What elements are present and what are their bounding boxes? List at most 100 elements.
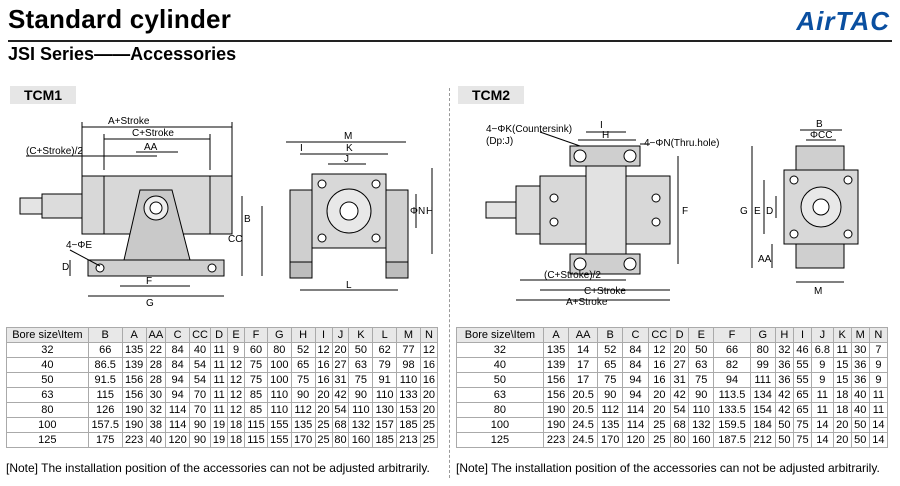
table-cell: 90 <box>688 387 715 403</box>
table-cell: 155 <box>266 432 292 448</box>
tcm1-col-header: H <box>290 327 316 343</box>
table-cell: 9 <box>868 372 889 388</box>
tcm2-dim-c-stroke: C+Stroke <box>584 286 626 297</box>
tcm2-col-header: A <box>542 327 570 343</box>
tcm2-dim-b: B <box>816 119 823 130</box>
table-cell: 155 <box>266 417 292 433</box>
table-cell: 82 <box>713 357 751 373</box>
table-cell: 22 <box>145 342 167 358</box>
section-divider <box>449 88 450 478</box>
tcm2-col-header: D <box>670 327 690 343</box>
tcm2-col-header: AA <box>568 327 599 343</box>
tcm2-col-header: M <box>850 327 870 343</box>
table-cell: 160 <box>688 432 715 448</box>
table-cell: 20 <box>419 402 439 418</box>
table-cell: 114 <box>165 417 191 433</box>
tcm1-dim-aa: AA <box>144 142 158 153</box>
table-cell: 20 <box>832 417 852 433</box>
table-cell: 212 <box>749 432 776 448</box>
table-cell: 31 <box>670 372 690 388</box>
page-title: Standard cylinder <box>8 4 232 34</box>
table-cell: 75 <box>597 372 624 388</box>
table-cell: 80 <box>456 402 544 418</box>
table-cell: 11 <box>832 342 852 358</box>
table-cell: 112 <box>290 402 316 418</box>
table-cell: 160 <box>348 432 374 448</box>
table-cell: 110 <box>266 402 292 418</box>
tcm1-dim-cc: CC <box>228 234 242 245</box>
table-cell: 32 <box>145 402 167 418</box>
tcm2-drawing: 4−ΦK(Countersink) (Dp:J) I H 4−ΦN(Thru.h… <box>485 119 859 308</box>
table-cell: 19 <box>210 417 229 433</box>
table-cell: 63 <box>456 387 544 403</box>
tcm1-dim-l: L <box>346 280 352 291</box>
table-cell: 100 <box>266 357 292 373</box>
table-cell: 90 <box>189 417 212 433</box>
table-cell: 112 <box>597 402 624 418</box>
table-cell: 18 <box>832 402 852 418</box>
table-cell: 125 <box>6 432 89 448</box>
tcm2-dim-e: E <box>754 206 761 217</box>
table-cell: 114 <box>622 402 649 418</box>
tcm2-note: [Note] The installation position of the … <box>456 461 880 475</box>
table-cell: 65 <box>792 402 813 418</box>
table-cell: 20 <box>647 402 672 418</box>
table-cell: 159.5 <box>713 417 751 433</box>
table-cell: 25 <box>647 417 672 433</box>
tcm2-dim-i: I <box>600 120 603 131</box>
table-cell: 11 <box>868 387 889 403</box>
table-cell: 11 <box>868 402 889 418</box>
tcm1-dim-k: K <box>346 143 353 154</box>
table-cell: 62 <box>372 342 398 358</box>
table-cell: 25 <box>314 417 333 433</box>
tcm2-dim-m: M <box>814 286 822 297</box>
table-cell: 135 <box>542 342 570 358</box>
table-cell: 84 <box>165 342 191 358</box>
table-cell: 190 <box>542 417 570 433</box>
tcm2-dim-phi-cc: ΦCC <box>810 130 832 141</box>
tcm2-col-header: C <box>622 327 649 343</box>
table-cell: 18 <box>832 387 852 403</box>
table-cell: 16 <box>419 372 439 388</box>
table-cell: 94 <box>165 387 191 403</box>
tcm2-col-header: G <box>749 327 776 343</box>
table-cell: 14 <box>568 342 599 358</box>
tcm2-col-header: J <box>811 327 834 343</box>
table-cell: 20 <box>331 342 350 358</box>
table-cell: 30 <box>145 387 167 403</box>
tcm1-col-header: M <box>396 327 421 343</box>
table-cell: 20 <box>647 387 672 403</box>
tcm1-dim-h: H <box>426 206 433 217</box>
table-cell: 65 <box>597 357 624 373</box>
tcm1-col-header: G <box>266 327 292 343</box>
table-cell: 11 <box>210 372 229 388</box>
table-cell: 50 <box>6 372 89 388</box>
tcm1-dim-d: D <box>62 262 69 273</box>
table-cell: 40 <box>145 432 167 448</box>
table-cell: 36 <box>774 357 794 373</box>
table-cell: 12 <box>227 372 246 388</box>
table-cell: 132 <box>688 417 715 433</box>
table-cell: 11 <box>210 357 229 373</box>
table-cell: 14 <box>868 432 889 448</box>
table-cell: 6.8 <box>811 342 834 358</box>
tcm2-dim-c-stroke-half: (C+Stroke)/2 <box>544 270 601 281</box>
table-cell: 85 <box>244 402 268 418</box>
tcm1-dim-phi-e: 4−ΦE <box>66 240 92 251</box>
table-cell: 68 <box>331 417 350 433</box>
table-cell: 20 <box>314 402 333 418</box>
table-cell: 46 <box>792 342 813 358</box>
table-cell: 38 <box>145 417 167 433</box>
table-cell: 185 <box>372 432 398 448</box>
tcm1-col-header: I <box>314 327 333 343</box>
tcm1-col-header: N <box>419 327 439 343</box>
table-cell: 80 <box>331 432 350 448</box>
table-cell: 31 <box>331 372 350 388</box>
table-cell: 30 <box>850 342 870 358</box>
table-cell: 91.5 <box>87 372 123 388</box>
